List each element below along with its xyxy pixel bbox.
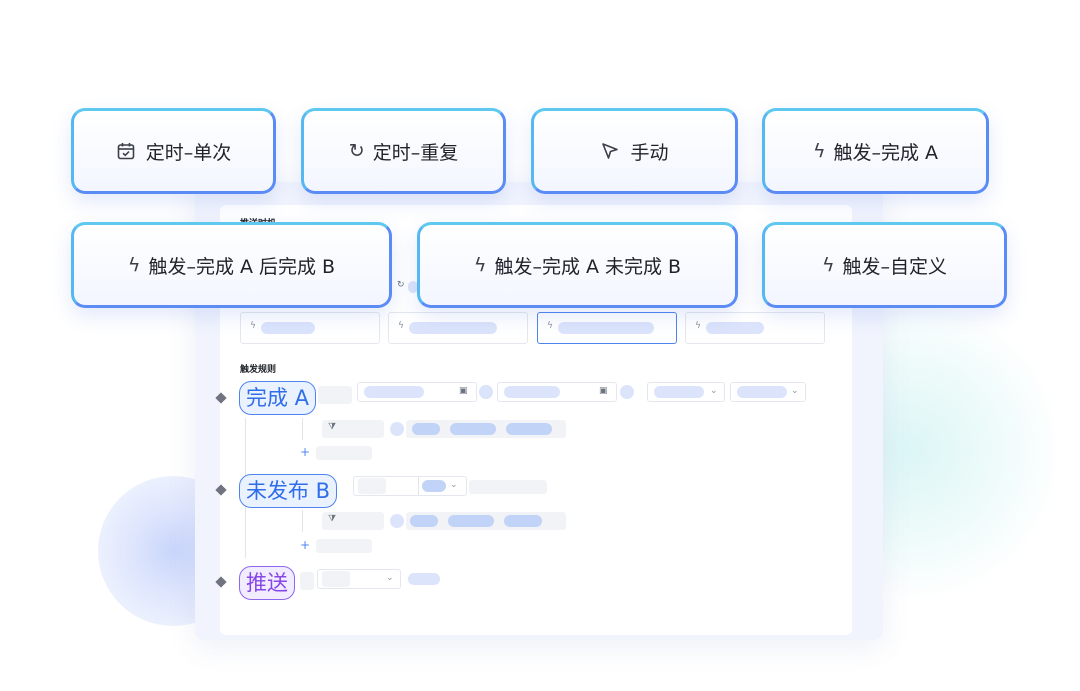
add-condition-button[interactable]: + bbox=[300, 445, 311, 459]
placeholder-field bbox=[469, 480, 547, 494]
refresh-icon: ↻ bbox=[348, 140, 365, 162]
placeholder-pill bbox=[558, 322, 654, 334]
placeholder-pill bbox=[422, 480, 446, 492]
chevron-down-icon: ⌄ bbox=[450, 480, 458, 490]
lightning-icon: ϟ bbox=[250, 321, 256, 331]
filter-icon: ⧩ bbox=[328, 422, 337, 432]
placeholder-field bbox=[300, 572, 314, 590]
chip-label: 手动 bbox=[630, 141, 669, 164]
trigger-option-cell-selected[interactable]: ϟ bbox=[537, 312, 677, 344]
chip-timed-once[interactable]: 定时–单次 bbox=[71, 108, 276, 194]
placeholder-pill bbox=[409, 322, 497, 334]
condition-values bbox=[406, 512, 566, 530]
trigger-rules-title: 触发规则 bbox=[240, 365, 277, 375]
chip-label: 触发–完成 A 未完成 B bbox=[494, 255, 682, 278]
value-pill bbox=[506, 423, 552, 435]
trigger-option-cell[interactable]: ϟ bbox=[685, 312, 825, 344]
value-pill bbox=[450, 423, 496, 435]
placeholder-field bbox=[318, 386, 352, 404]
chip-label: 定时–单次 bbox=[145, 141, 232, 164]
value-pill bbox=[410, 515, 438, 527]
divider bbox=[418, 477, 419, 495]
placeholder-pill bbox=[706, 322, 764, 334]
chip-trigger-a-not-b[interactable]: ϟ 触发–完成 A 未完成 B bbox=[417, 222, 738, 308]
value-pill bbox=[412, 423, 440, 435]
placeholder-pill bbox=[364, 386, 424, 398]
calendar-icon: ▣ bbox=[599, 386, 608, 396]
lightning-icon: ϟ bbox=[812, 140, 826, 162]
placeholder-field bbox=[358, 478, 386, 494]
rule-tag-complete-a: 完成 A bbox=[239, 381, 317, 415]
placeholder-field bbox=[322, 571, 350, 587]
connector-dot bbox=[479, 385, 493, 399]
calendar-check-icon bbox=[117, 143, 135, 160]
chevron-down-icon: ⌄ bbox=[791, 386, 799, 396]
select-dropdown[interactable]: ⌄ bbox=[647, 382, 725, 402]
filter-icon: ⧩ bbox=[328, 514, 337, 524]
date-picker-start[interactable]: ▣ bbox=[357, 382, 477, 402]
chevron-down-icon: ⌄ bbox=[386, 573, 394, 583]
rule-tag-push: 推送 bbox=[239, 566, 295, 600]
calendar-icon: ▣ bbox=[459, 386, 468, 396]
chevron-down-icon: ⌄ bbox=[710, 386, 718, 396]
date-picker-end[interactable]: ▣ bbox=[497, 382, 617, 402]
placeholder-pill bbox=[737, 386, 787, 398]
chip-manual[interactable]: 手动 bbox=[531, 108, 738, 194]
select-dropdown[interactable]: ⌄ bbox=[730, 382, 806, 402]
lightning-icon: ϟ bbox=[695, 321, 701, 331]
placeholder-field bbox=[316, 539, 372, 553]
lightning-icon: ϟ bbox=[473, 254, 487, 276]
chip-trigger-custom[interactable]: ϟ 触发–自定义 bbox=[762, 222, 1007, 308]
tree-line bbox=[302, 510, 303, 532]
trigger-option-cell[interactable]: ϟ bbox=[388, 312, 528, 344]
lightning-icon: ϟ bbox=[127, 254, 141, 276]
chip-timed-repeat[interactable]: ↻ 定时–重复 bbox=[301, 108, 506, 194]
placeholder-pill bbox=[408, 281, 418, 293]
placeholder-pill bbox=[408, 573, 440, 585]
lightning-icon: ϟ bbox=[821, 254, 835, 276]
lightning-icon: ϟ bbox=[398, 321, 404, 331]
connector-dot bbox=[390, 514, 404, 528]
lightning-icon: ϟ bbox=[547, 321, 553, 331]
condition-values bbox=[406, 420, 566, 438]
connector-dot bbox=[390, 422, 404, 436]
chip-trigger-complete-a[interactable]: ϟ 触发–完成 A bbox=[762, 108, 989, 194]
condition-field[interactable]: ⧩ bbox=[322, 512, 384, 530]
chip-trigger-a-then-b[interactable]: ϟ 触发–完成 A 后完成 B bbox=[71, 222, 392, 308]
chip-label: 触发–自定义 bbox=[842, 255, 948, 278]
placeholder-pill bbox=[654, 386, 704, 398]
value-pill bbox=[448, 515, 494, 527]
select-dropdown[interactable]: ⌄ bbox=[353, 476, 467, 496]
value-pill bbox=[504, 515, 542, 527]
trigger-option-cell[interactable]: ϟ bbox=[240, 312, 380, 344]
rule-tag-unpublished-b: 未发布 B bbox=[239, 474, 338, 508]
chip-label: 触发–完成 A bbox=[833, 141, 939, 164]
select-dropdown[interactable]: ⌄ bbox=[317, 569, 401, 589]
refresh-icon-small: ↻ bbox=[397, 280, 405, 290]
condition-field[interactable]: ⧩ bbox=[322, 420, 384, 438]
connector-dot bbox=[620, 385, 634, 399]
placeholder-field bbox=[316, 446, 372, 460]
cursor-arrow-icon bbox=[602, 143, 619, 159]
tree-line bbox=[302, 418, 303, 440]
placeholder-pill bbox=[504, 386, 560, 398]
placeholder-pill bbox=[261, 322, 315, 334]
chip-label: 触发–完成 A 后完成 B bbox=[148, 255, 336, 278]
chip-label: 定时–重复 bbox=[372, 141, 459, 164]
add-condition-button[interactable]: + bbox=[300, 538, 311, 552]
